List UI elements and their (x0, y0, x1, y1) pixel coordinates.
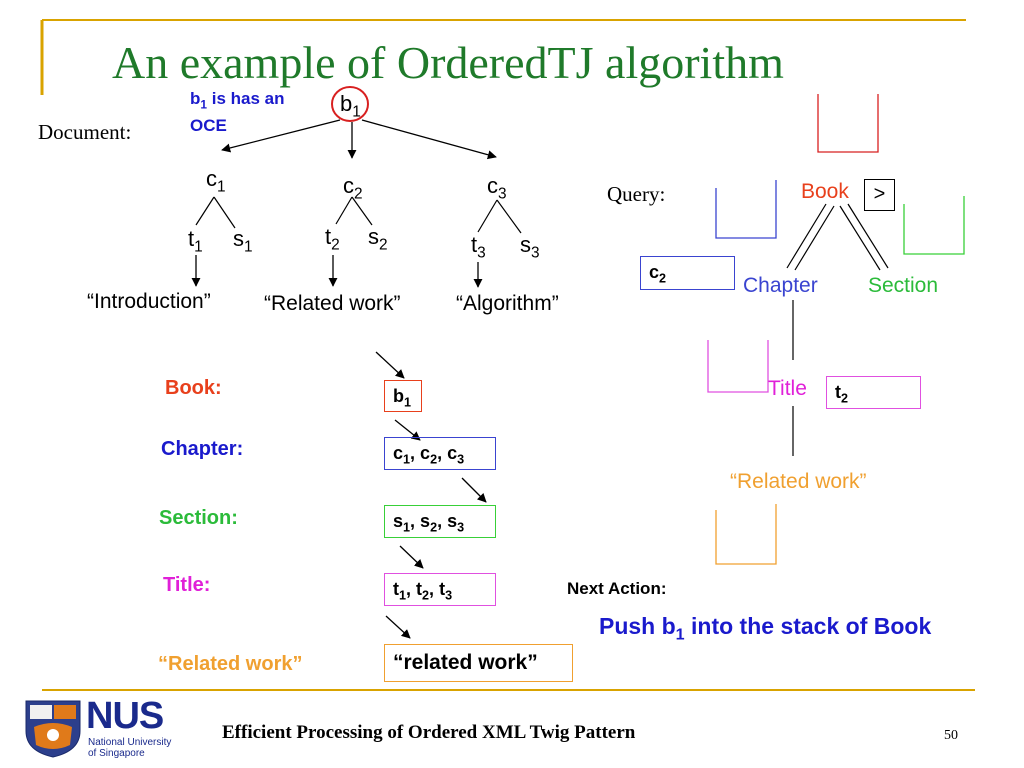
doc-node-section-2: s2 (368, 224, 388, 254)
document-label: Document: (38, 120, 132, 144)
stream-label-book: Book: (165, 377, 222, 399)
stream-chapter-items: c1, c2, c3 (384, 437, 496, 470)
doc-node-chapter-1: c1 (206, 166, 226, 196)
order-constraint-symbol: > (864, 179, 895, 211)
doc-string-2: “Related work” (264, 292, 401, 315)
query-value-stack (715, 504, 777, 565)
doc-string-3: “Algorithm” (456, 292, 559, 315)
nus-logo-name: National University of Singapore (88, 737, 172, 759)
stream-label-related: “Related work” (158, 653, 303, 675)
doc-node-title-2: t2 (325, 224, 340, 254)
doc-node-section-1: s1 (233, 226, 253, 256)
query-section-stack (903, 196, 965, 255)
doc-string-1: “Introduction” (87, 290, 211, 313)
doc-node-title-3: t3 (471, 232, 486, 262)
doc-node-chapter-3: c3 (487, 173, 507, 203)
query-node-section: Section (868, 274, 939, 297)
query-book-stack (817, 94, 879, 153)
root-highlight-circle (331, 86, 369, 122)
footer-title: Efficient Processing of Ordered XML Twig… (222, 722, 636, 743)
next-action-label: Next Action: (567, 579, 667, 598)
stream-book-items: b1 (384, 380, 422, 412)
nus-crest-icon (25, 700, 81, 758)
query-node-value: “Related work” (730, 470, 867, 493)
stream-section-items: s1, s2, s3 (384, 505, 496, 538)
query-node-chapter: Chapter (743, 274, 818, 297)
stream-label-title: Title: (163, 574, 211, 596)
nus-logo: NUS National University of Singapore (22, 695, 182, 759)
nus-logo-brand: NUS (86, 695, 164, 737)
query-node-title: Title (768, 377, 807, 400)
chapter-stack-entry: c2 (640, 256, 735, 290)
stream-related-items: “related work” (384, 644, 573, 682)
stream-title-items: t1, t2, t3 (384, 573, 496, 606)
query-node-book: Book (801, 180, 849, 203)
doc-node-title-1: t1 (188, 226, 203, 256)
oce-annotation: b1 is has an OCE (190, 89, 285, 136)
query-label: Query: (607, 182, 666, 206)
next-action-text: Push b1 into the stack of Book (599, 613, 932, 644)
slide-title: An example of OrderedTJ algorithm (112, 37, 784, 88)
title-stack-entry: t2 (826, 376, 921, 409)
doc-node-section-3: s3 (520, 232, 540, 262)
doc-node-root: b1 (340, 91, 361, 121)
stream-label-chapter: Chapter: (161, 438, 244, 460)
doc-node-chapter-2: c2 (343, 173, 363, 203)
stream-label-section: Section: (159, 507, 238, 529)
query-chapter-stack (715, 180, 777, 239)
query-title-stack (707, 340, 769, 393)
page-number: 50 (944, 728, 958, 743)
